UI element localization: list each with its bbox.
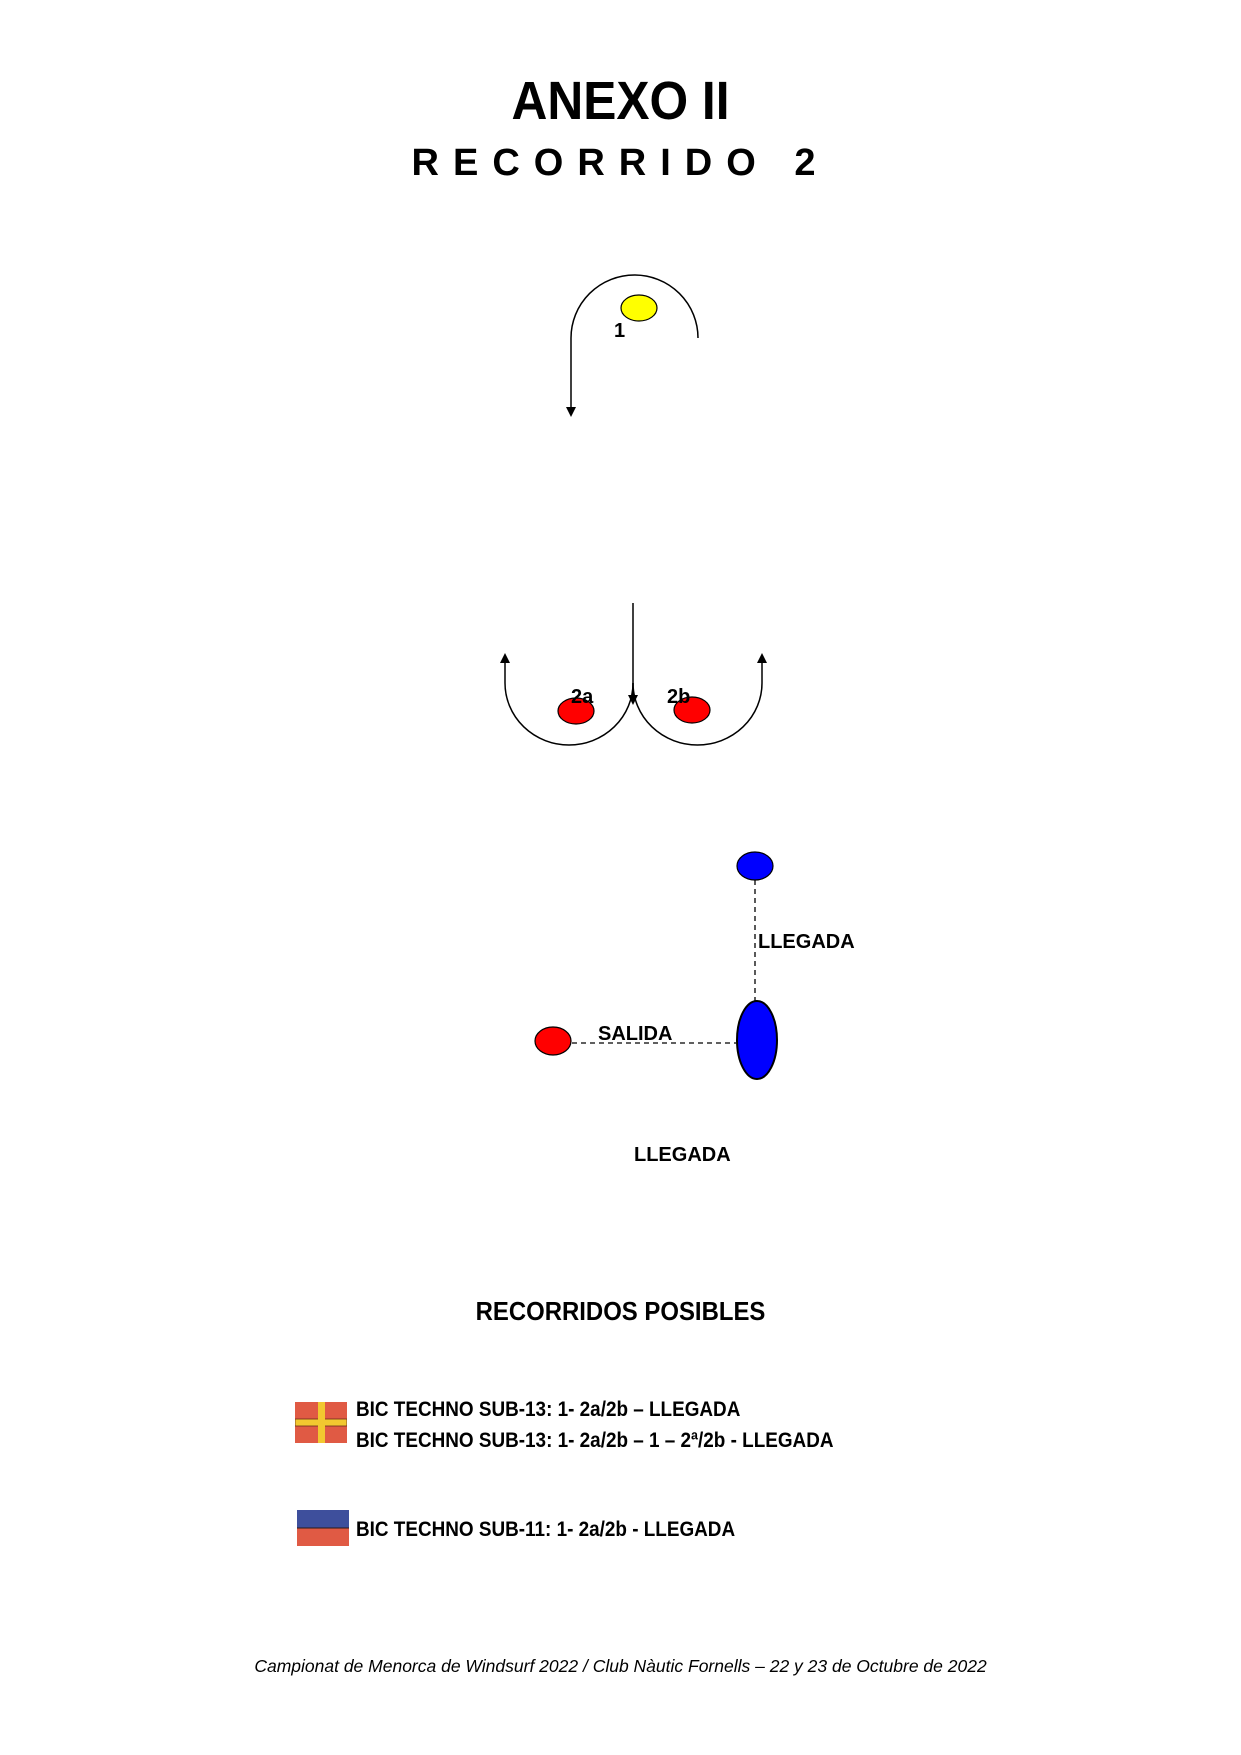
mark-2a-label: 2a: [571, 686, 594, 708]
course-path-mark-1: [566, 274, 699, 417]
legend-title: RECORRIDOS POSIBLES: [475, 1296, 766, 1326]
mark-2b-buoy: [673, 696, 711, 724]
mark-1-buoy: [620, 294, 658, 322]
finish-label-upper: LLEGADA: [758, 931, 855, 953]
legend-item-sub11: BIC TECHNO SUB-11: 1- 2a/2b - LLEGADA: [356, 1514, 735, 1545]
page-title: ANEXO II: [511, 71, 730, 131]
mark-1-label: 1: [614, 320, 626, 342]
page-footer: Campionat de Menorca de Windsurf 2022 / …: [254, 1656, 987, 1676]
mark-2b-label: 2b: [667, 686, 691, 708]
course-path-mark-2a: [500, 653, 634, 746]
finish-label-lower: LLEGADA: [634, 1144, 731, 1166]
committee-boat: [736, 1000, 778, 1080]
start-buoy: [534, 1026, 572, 1056]
finish-buoy: [736, 851, 774, 881]
start-label: SALIDA: [598, 1023, 673, 1045]
blue-red-flag-icon: [297, 1510, 349, 1546]
page-subtitle: RECORRIDO 2: [411, 142, 830, 184]
legend-line: BIC TECHNO SUB-13: 1- 2a/2b – LLEGADA: [356, 1398, 741, 1421]
course-path-mark-2b: [632, 653, 767, 746]
legend-line: BIC TECHNO SUB-11: 1- 2a/2b - LLEGADA: [356, 1518, 736, 1541]
legend-item-sub13: BIC TECHNO SUB-13: 1- 2a/2b – LLEGADA BI…: [356, 1394, 834, 1456]
legend-line: BIC TECHNO SUB-13: 1- 2a/2b – 1 – 2ª/2b …: [356, 1429, 834, 1452]
orange-yellow-cross-flag-icon: [294, 1402, 348, 1443]
mark-2a-buoy: [557, 697, 595, 725]
